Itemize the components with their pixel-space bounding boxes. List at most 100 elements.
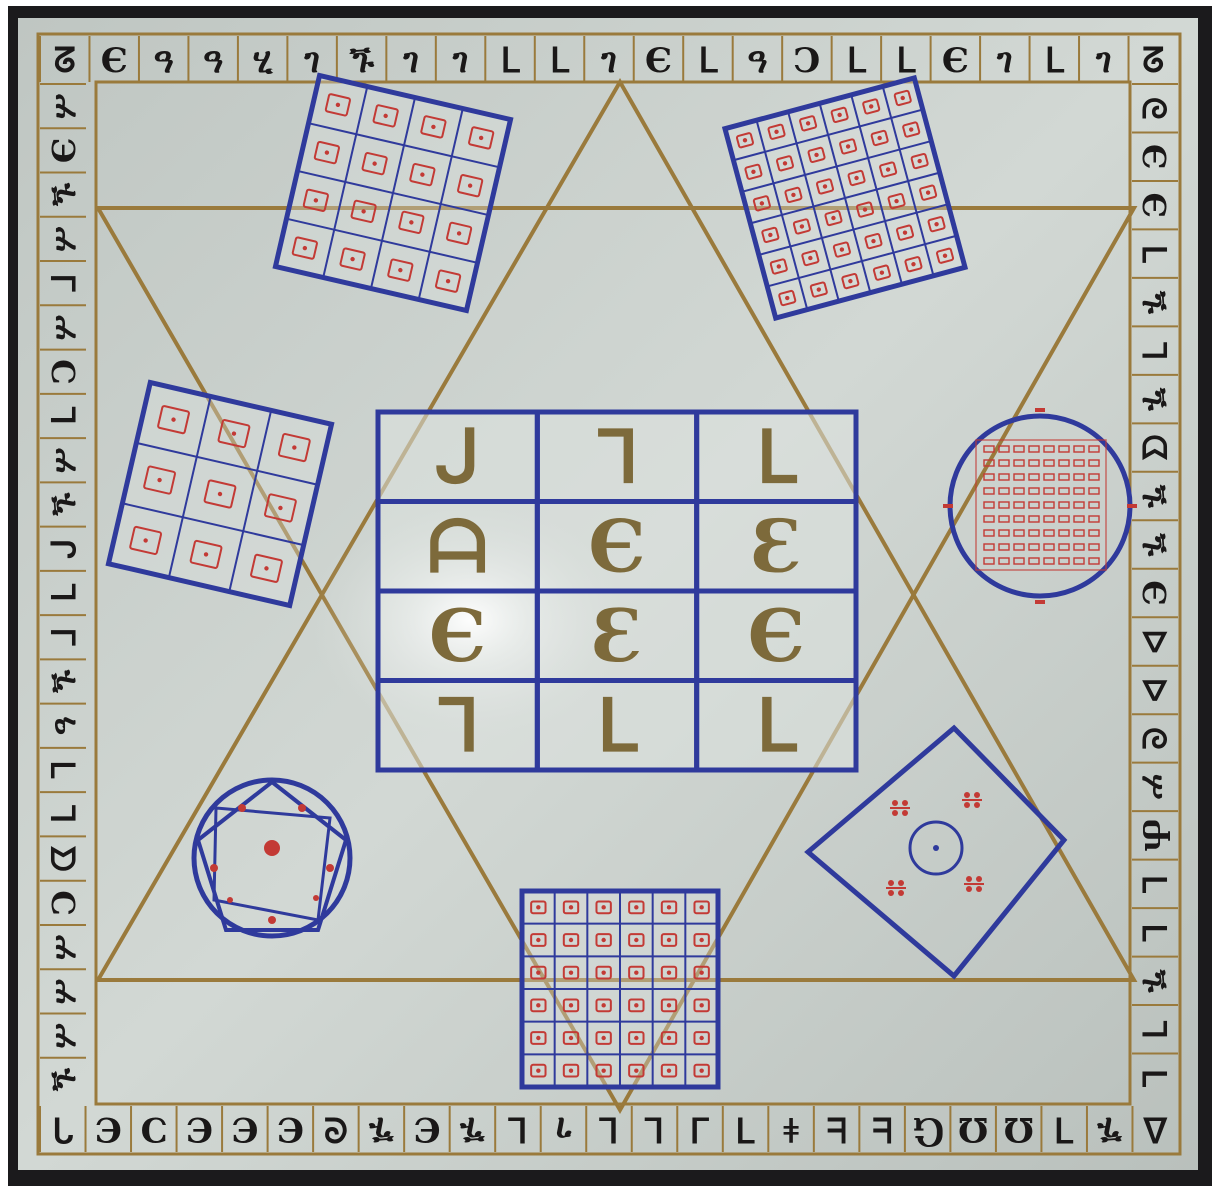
svg-text:Є: Є: [1135, 144, 1173, 169]
magic-square-left: [108, 382, 331, 605]
svg-text:Ↄ: Ↄ: [140, 1109, 167, 1149]
svg-text:ᒪ: ᒪ: [1045, 41, 1065, 81]
svg-text:ዓ: ዓ: [203, 41, 223, 81]
svg-text:Є: Є: [429, 593, 486, 678]
svg-text:ᒪ: ᒪ: [597, 682, 638, 767]
svg-text:Ⴛ: Ⴛ: [1135, 818, 1173, 852]
svg-text:ሦ: ሦ: [45, 447, 83, 472]
svg-text:Ω: Ω: [1004, 1109, 1034, 1149]
svg-text:ጙ: ጙ: [349, 41, 375, 81]
svg-text:Є: Є: [1135, 192, 1173, 217]
svg-text:ᒍ: ᒍ: [45, 539, 83, 559]
svg-text:ዓ: ዓ: [45, 716, 83, 735]
svg-text:ᒪ: ᒪ: [1135, 923, 1173, 942]
svg-text:ገ: ገ: [452, 41, 469, 81]
svg-text:ᒣ: ᒣ: [595, 414, 639, 499]
svg-text:ዓ: ዓ: [747, 41, 767, 81]
svg-text:ጙ: ጙ: [1135, 484, 1173, 508]
svg-text:Є: Є: [645, 41, 672, 81]
svg-text:ᒪ: ᒪ: [1135, 245, 1173, 264]
svg-text:ᒪ: ᒪ: [45, 583, 83, 602]
svg-text:ጙ: ጙ: [45, 492, 83, 516]
magic-square-top-left: [275, 75, 510, 310]
svg-text:ᘓ: ᘓ: [324, 1109, 348, 1149]
border-glyph-right: Ⴛ: [1132, 811, 1178, 852]
svg-text:ገ: ገ: [402, 41, 419, 81]
svg-text:Є: Є: [231, 1109, 258, 1149]
svg-text:ᒪ: ᒪ: [550, 41, 570, 81]
svg-text:ጙ: ጙ: [45, 182, 83, 206]
svg-text:Є: Є: [45, 138, 83, 163]
svg-text:ᒪ: ᒪ: [1135, 1069, 1173, 1088]
svg-text:ሦ: ሦ: [45, 226, 83, 251]
svg-text:ᒪ: ᒪ: [45, 406, 83, 425]
svg-text:ᒣ: ᒣ: [1135, 341, 1173, 361]
svg-text:ጙ: ጙ: [1135, 387, 1173, 411]
svg-text:ᒣ: ᒣ: [1135, 1020, 1173, 1040]
svg-text:Є: Є: [1135, 580, 1173, 605]
svg-text:ᒪ: ᒪ: [1135, 875, 1173, 894]
magic-square-bottom: [522, 891, 718, 1087]
svg-text:ጙ: ጙ: [1135, 533, 1173, 557]
svg-text:ጙ: ጙ: [1096, 1109, 1122, 1149]
svg-text:ገ: ገ: [600, 41, 617, 81]
svg-text:Є: Є: [413, 1109, 440, 1149]
svg-text:Є: Є: [748, 593, 805, 678]
svg-text:ᒪ: ᒪ: [501, 41, 521, 81]
svg-text:ጙ: ጙ: [368, 1109, 394, 1149]
svg-text:ᒪ: ᒪ: [756, 682, 797, 767]
svg-text:ዓ: ዓ: [154, 41, 174, 81]
svg-text:ሦ: ሦ: [45, 315, 83, 340]
svg-text:Є: Є: [942, 41, 969, 81]
svg-text:ᒧ: ᒧ: [45, 273, 83, 293]
svg-text:ᒪ: ᒪ: [644, 1109, 664, 1149]
svg-text:ᒪ: ᒪ: [847, 41, 867, 81]
svg-text:ᒉ: ᒉ: [52, 1109, 73, 1149]
svg-text:ᘓ: ᘓ: [1135, 727, 1173, 750]
svg-text:ᒪ: ᒪ: [896, 41, 916, 81]
svg-text:ᒪ: ᒪ: [756, 414, 797, 499]
svg-text:ᒧ: ᒧ: [690, 1109, 711, 1149]
svg-text:ሦ: ሦ: [45, 934, 83, 959]
svg-text:Ⴚ: Ⴚ: [912, 1109, 943, 1149]
svg-text:ᒪ: ᒪ: [598, 1109, 618, 1149]
svg-text:ᗧ: ᗧ: [1135, 434, 1173, 461]
svg-text:ᐅ: ᐅ: [1135, 678, 1173, 703]
svg-text:ᒍ: ᒍ: [435, 414, 480, 499]
svg-text:ሦ: ሦ: [45, 1023, 83, 1048]
svg-text:ጙ: ጙ: [1135, 290, 1173, 314]
svg-text:Ɛ: Ɛ: [591, 593, 643, 678]
svg-text:ጙ: ጙ: [459, 1109, 485, 1149]
svg-text:Ↄ: Ↄ: [45, 359, 83, 384]
svg-text:ᒣ: ᒣ: [735, 1109, 756, 1149]
svg-text:ገ: ገ: [556, 1109, 573, 1149]
svg-text:Є: Є: [186, 1109, 213, 1149]
svg-text:ᒧ: ᒧ: [45, 628, 83, 648]
svg-text:ᗩ: ᗩ: [428, 503, 488, 588]
svg-text:ǂ: ǂ: [783, 1109, 799, 1149]
svg-text:Є: Є: [277, 1109, 304, 1149]
svg-text:Ↄ: Ↄ: [45, 890, 83, 915]
svg-text:ሦ: ሦ: [45, 93, 83, 118]
svg-text:ᒪ: ᒪ: [45, 804, 83, 823]
svg-text:ጙ: ጙ: [1135, 969, 1173, 993]
svg-text:ᒣ: ᒣ: [436, 682, 480, 767]
svg-text:ጙ: ጙ: [45, 669, 83, 693]
svg-text:ᒪ: ᒪ: [698, 41, 718, 81]
svg-text:ᐃ: ᐃ: [1143, 1109, 1168, 1149]
svg-text:ᘔ: ᘔ: [54, 41, 76, 81]
svg-text:ሂ: ሂ: [253, 41, 274, 81]
svg-text:ᒪ: ᒪ: [507, 1109, 527, 1149]
svg-text:Є: Є: [588, 503, 645, 588]
svg-text:ᒣ: ᒣ: [1054, 1109, 1075, 1149]
svg-text:Ω: Ω: [958, 1109, 988, 1149]
svg-text:ᘔ: ᘔ: [1142, 41, 1164, 81]
svg-text:ሦ: ሦ: [45, 979, 83, 1004]
svg-text:ገ: ገ: [996, 41, 1013, 81]
svg-text:Ↄ: Ↄ: [793, 41, 820, 81]
svg-text:ᘓ: ᘓ: [1135, 97, 1173, 120]
svg-text:Є: Є: [101, 41, 128, 81]
svg-text:Ɛ: Ɛ: [750, 503, 802, 588]
